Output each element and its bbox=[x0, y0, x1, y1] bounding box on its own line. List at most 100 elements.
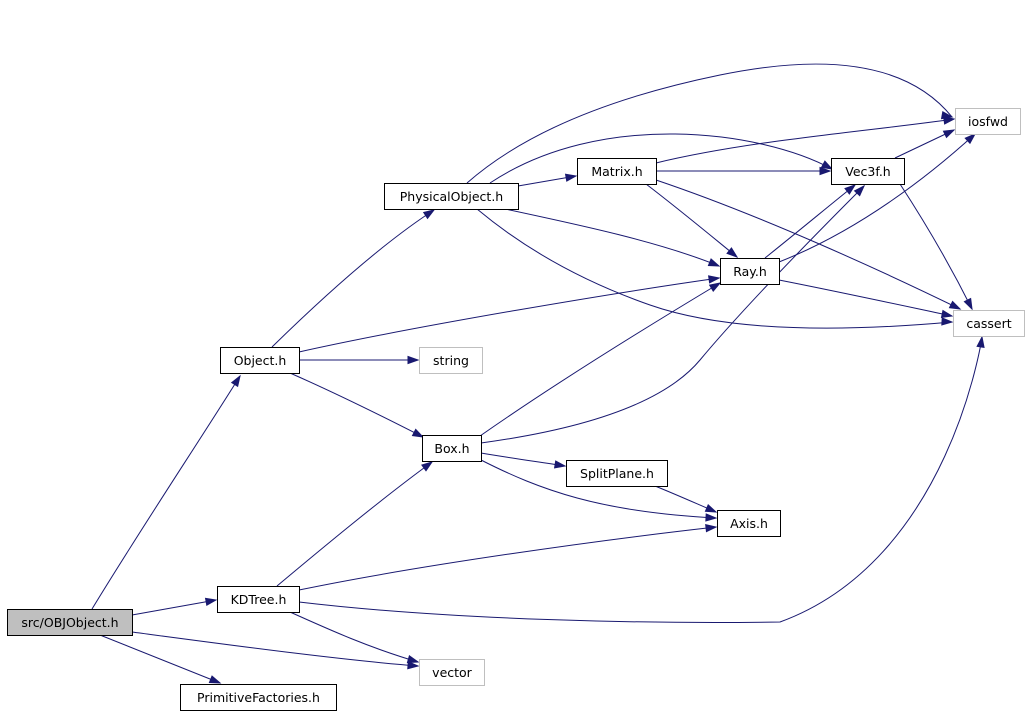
node-label: string bbox=[433, 353, 469, 368]
edge-object-to-physicalobject bbox=[271, 209, 436, 348]
edge-line bbox=[655, 179, 961, 310]
edge-arrowhead bbox=[707, 258, 721, 267]
edges-layer bbox=[91, 63, 985, 684]
edge-objobject-to-primitivefactories bbox=[99, 634, 222, 684]
edge-arrowhead bbox=[820, 160, 834, 170]
edge-kdtree-to-box bbox=[276, 461, 434, 587]
edge-arrowhead bbox=[705, 523, 718, 533]
node-box bbox=[220, 347, 300, 374]
node-label: cassert bbox=[966, 316, 1011, 331]
edge-kdtree-to-axis bbox=[298, 523, 718, 591]
edge-ray-to-iosfwd bbox=[778, 132, 977, 263]
edge-line bbox=[131, 599, 217, 616]
node-kdtree[interactable]: KDTree.h bbox=[217, 586, 300, 613]
node-label: Matrix.h bbox=[591, 164, 642, 179]
edge-physicalobject-to-matrix bbox=[517, 173, 578, 187]
edge-arrowhead bbox=[948, 300, 962, 310]
node-label: PrimitiveFactories.h bbox=[197, 690, 320, 705]
edge-line bbox=[276, 461, 433, 587]
node-primitivefactories[interactable]: PrimitiveFactories.h bbox=[180, 684, 337, 711]
node-box[interactable]: Box.h bbox=[422, 435, 482, 462]
node-box bbox=[419, 347, 483, 374]
node-string: string bbox=[419, 347, 483, 374]
node-box bbox=[217, 586, 300, 613]
edge-line bbox=[298, 526, 717, 591]
edge-line bbox=[655, 118, 955, 164]
edge-line bbox=[479, 282, 721, 437]
edge-physicalobject-to-vec3f bbox=[489, 133, 834, 184]
node-label: Box.h bbox=[434, 441, 469, 456]
edge-line bbox=[894, 129, 955, 159]
edge-line bbox=[480, 459, 717, 519]
edge-arrowhead bbox=[708, 282, 722, 293]
edge-line bbox=[764, 184, 856, 259]
edge-line bbox=[476, 208, 953, 329]
edge-arrowhead bbox=[208, 675, 222, 684]
edge-arrowhead bbox=[411, 428, 425, 438]
node-box bbox=[953, 310, 1025, 337]
edge-arrowhead bbox=[942, 129, 956, 139]
node-label: Vec3f.h bbox=[845, 164, 890, 179]
node-object[interactable]: Object.h bbox=[220, 347, 300, 374]
edge-box-to-axis bbox=[480, 459, 718, 522]
node-label: SplitPlane.h bbox=[580, 466, 654, 481]
edge-arrowhead bbox=[406, 655, 420, 664]
edge-arrowhead bbox=[230, 374, 241, 388]
edge-box-to-vec3f bbox=[480, 184, 866, 444]
node-box bbox=[7, 609, 133, 636]
node-box bbox=[831, 158, 905, 185]
edge-physicalobject-to-ray bbox=[504, 208, 721, 267]
edge-line bbox=[645, 183, 738, 258]
edge-arrowhead bbox=[553, 460, 567, 469]
node-box bbox=[384, 183, 519, 210]
edge-matrix-to-cassert bbox=[655, 179, 962, 310]
edge-arrowhead bbox=[844, 184, 857, 195]
node-objobject[interactable]: src/OBJObject.h bbox=[7, 609, 133, 636]
node-splitplane[interactable]: SplitPlane.h bbox=[566, 460, 668, 487]
node-label: PhysicalObject.h bbox=[400, 189, 503, 204]
edge-arrowhead bbox=[940, 309, 954, 318]
nodes-layer: src/OBJObject.h Object.hKDTree.hPrimitive… bbox=[7, 108, 1025, 711]
node-axis[interactable]: Axis.h bbox=[717, 510, 781, 537]
node-vector: vector bbox=[419, 659, 485, 686]
node-label: KDTree.h bbox=[231, 592, 287, 607]
node-box bbox=[419, 659, 485, 686]
edge-line bbox=[504, 208, 720, 267]
edge-kdtree-to-cassert bbox=[298, 335, 985, 623]
edge-line bbox=[480, 452, 566, 467]
edge-line bbox=[489, 133, 833, 184]
edge-matrix-to-iosfwd bbox=[655, 116, 956, 164]
node-label: iosfwd bbox=[968, 114, 1008, 129]
edge-ray-to-cassert bbox=[778, 279, 954, 318]
edge-line bbox=[131, 631, 419, 667]
edge-line bbox=[480, 185, 865, 444]
edge-object-to-ray bbox=[298, 275, 721, 353]
edge-vec3f-to-iosfwd bbox=[894, 129, 956, 159]
edge-line bbox=[778, 279, 953, 317]
node-iosfwd: iosfwd bbox=[955, 108, 1021, 135]
node-vec3f[interactable]: Vec3f.h bbox=[831, 158, 905, 185]
edge-arrowhead bbox=[963, 297, 973, 311]
edge-arrowhead bbox=[204, 597, 218, 606]
edge-line bbox=[778, 133, 976, 263]
edge-object-to-string bbox=[299, 355, 420, 365]
edge-arrowhead bbox=[705, 513, 718, 522]
node-box bbox=[720, 258, 780, 285]
edge-arrowhead bbox=[819, 166, 832, 176]
node-matrix[interactable]: Matrix.h bbox=[577, 158, 657, 185]
edge-arrowhead bbox=[564, 173, 578, 182]
node-physicalobject[interactable]: PhysicalObject.h bbox=[384, 183, 519, 210]
edge-arrowhead bbox=[976, 335, 985, 348]
node-label: src/OBJObject.h bbox=[21, 615, 118, 630]
node-cassert: cassert bbox=[953, 310, 1025, 337]
node-ray[interactable]: Ray.h bbox=[720, 258, 780, 285]
edge-objobject-to-kdtree bbox=[131, 597, 218, 616]
edge-line bbox=[466, 63, 953, 184]
edge-arrowhead bbox=[942, 116, 956, 125]
edge-arrowhead bbox=[704, 503, 718, 513]
edge-ray-to-vec3f bbox=[764, 184, 857, 259]
node-label: Object.h bbox=[234, 353, 287, 368]
edge-arrowhead bbox=[853, 184, 866, 197]
edge-box-to-ray bbox=[479, 282, 722, 437]
edge-arrowhead bbox=[964, 132, 977, 145]
